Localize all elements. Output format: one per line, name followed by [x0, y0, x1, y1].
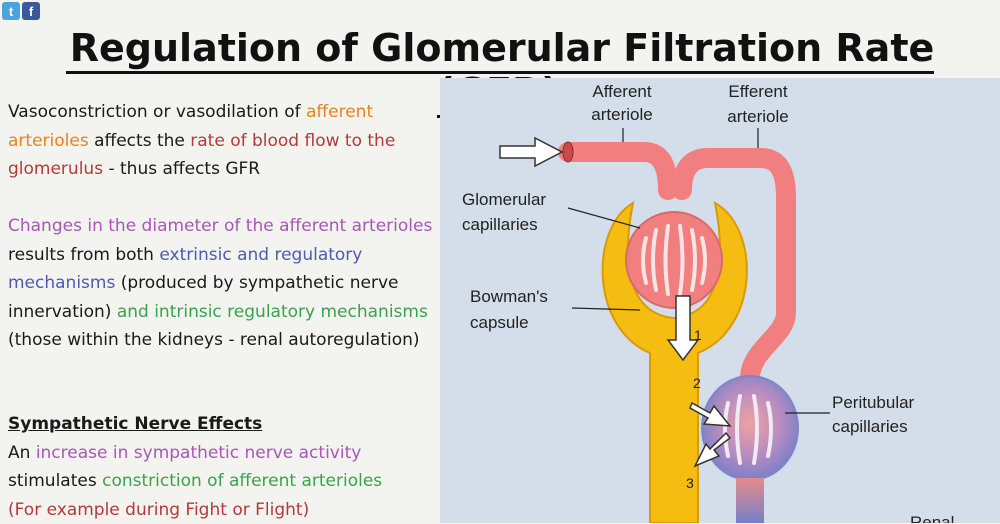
peritubular-label-line1: Peritubular: [832, 393, 915, 412]
step-3-label: 3: [686, 475, 694, 491]
bowmans-label-line1: Bowman's: [470, 287, 548, 306]
twitter-icon[interactable]: t: [2, 2, 20, 20]
afferent-label-line2: arteriole: [591, 105, 652, 124]
p3-example: (For example during Fight or Flight): [8, 496, 438, 524]
facebook-icon[interactable]: f: [22, 2, 40, 20]
social-bar: t f: [2, 2, 40, 20]
nephron-svg: Afferent arteriole Efferent arteriole Gl…: [440, 78, 1000, 523]
peritubular-shape: [702, 376, 798, 480]
paragraph-afferent-effect: Vasoconstriction or vasodilation of affe…: [8, 98, 438, 184]
efferent-label-line2: arteriole: [727, 107, 788, 126]
p1-text-3: - thus affects GFR: [103, 159, 260, 179]
p2-diameter-changes: Changes in the diameter of the afferent …: [8, 216, 432, 236]
p2-text-1: results from both: [8, 245, 159, 265]
sympathetic-heading: Sympathetic Nerve Effects: [8, 410, 438, 439]
inflow-arrow: [500, 138, 562, 166]
p3-text-1: An: [8, 443, 36, 463]
p3-text-2: stimulates: [8, 471, 102, 491]
nephron-diagram: Afferent arteriole Efferent arteriole Gl…: [440, 78, 1000, 523]
p3-constriction: constriction of afferent arterioles: [102, 471, 382, 491]
p1-text-2: affects the: [89, 131, 191, 151]
glomerulus-shape: [626, 212, 722, 308]
p2-intrinsic: and intrinsic regulatory mechanisms: [117, 302, 428, 322]
glomerular-label-line1: Glomerular: [462, 190, 546, 209]
step-2-label: 2: [693, 375, 701, 391]
afferent-opening: [563, 142, 573, 162]
paragraph-mechanisms: Changes in the diameter of the afferent …: [8, 212, 438, 355]
peritubular-label-line2: capillaries: [832, 417, 908, 436]
cut-off-label: Renal: [910, 513, 954, 523]
glomerular-label-line2: capillaries: [462, 215, 538, 234]
step-1-label: 1: [694, 327, 702, 343]
descending-vessel: [736, 478, 764, 523]
afferent-arteriole-shape: [568, 152, 668, 190]
p2-text-3: (those within the kidneys - renal autore…: [8, 330, 420, 350]
afferent-label-line1: Afferent: [592, 82, 652, 101]
p1-text-1: Vasoconstriction or vasodilation of: [8, 102, 306, 122]
p3-increase: increase in sympathetic nerve activity: [36, 443, 362, 463]
efferent-label-line1: Efferent: [728, 82, 788, 101]
bowmans-label-line2: capsule: [470, 313, 529, 332]
